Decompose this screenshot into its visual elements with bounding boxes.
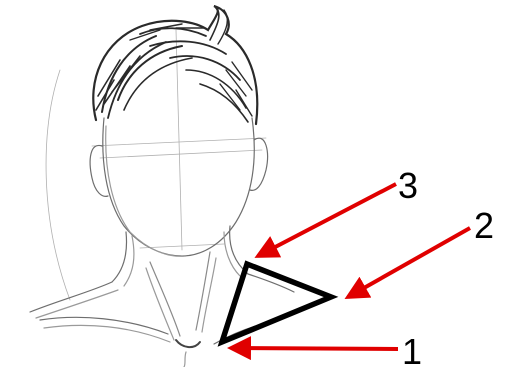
- neck-left-line: [112, 232, 126, 282]
- label-2: 2: [474, 205, 494, 246]
- label-1: 1: [402, 331, 422, 367]
- face-outline: [103, 118, 254, 256]
- left-ear: [90, 145, 108, 196]
- jugular-notch: [176, 340, 200, 347]
- arrow-2: [348, 228, 470, 297]
- right-shoulder: [248, 274, 294, 292]
- arrow-3: [258, 184, 396, 256]
- label-3: 3: [398, 165, 418, 206]
- triangle-highlight: [222, 264, 331, 342]
- right-ear: [250, 138, 268, 190]
- hair-sketch: [93, 6, 257, 124]
- arrow-1: [231, 348, 398, 349]
